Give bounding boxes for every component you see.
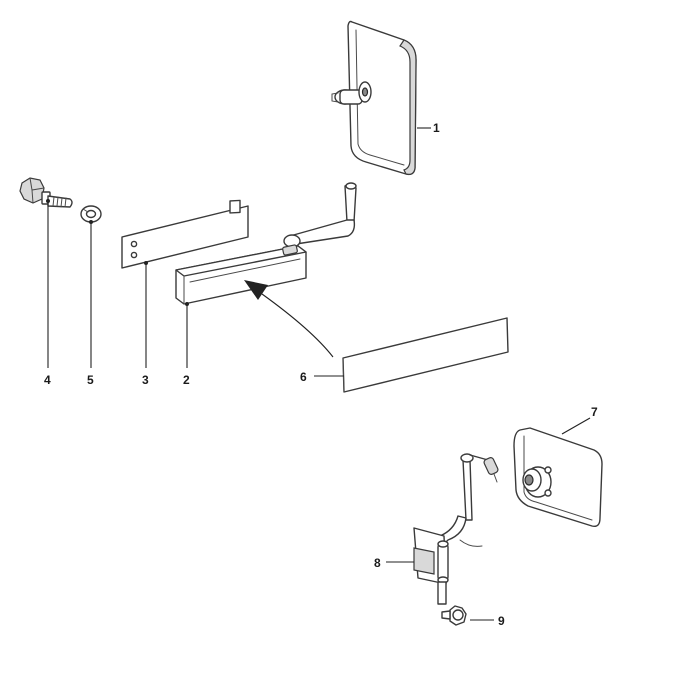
callout-7: 7: [591, 405, 598, 419]
callout-8: 8: [374, 556, 381, 570]
callout-4: 4: [44, 373, 51, 387]
part-9-screw[interactable]: [441, 605, 467, 626]
mirror-clamp: [331, 81, 372, 105]
callout-5: 5: [87, 373, 94, 387]
callout-9: 9: [498, 614, 505, 628]
part-2-mirror-arm[interactable]: [175, 182, 357, 305]
callout-labels: 1 2 3 4 5 6 7 8 9: [44, 121, 598, 628]
part-5-washer[interactable]: [80, 205, 102, 223]
part-7-small-mirror[interactable]: [513, 427, 603, 528]
callout-6: 6: [300, 370, 307, 384]
callout-2: 2: [183, 373, 190, 387]
part-6-cover-strip[interactable]: [342, 317, 509, 393]
part-3-mounting-plate[interactable]: [121, 199, 249, 269]
callout-1: 1: [433, 121, 440, 135]
part-8-bracket-stalk[interactable]: [413, 453, 499, 605]
part-1-mirror-head[interactable]: [331, 20, 417, 176]
part-4-bolt[interactable]: [19, 177, 73, 208]
assembly-arrow: [244, 280, 334, 358]
leader-lines: [46, 127, 591, 621]
callout-3: 3: [142, 373, 149, 387]
